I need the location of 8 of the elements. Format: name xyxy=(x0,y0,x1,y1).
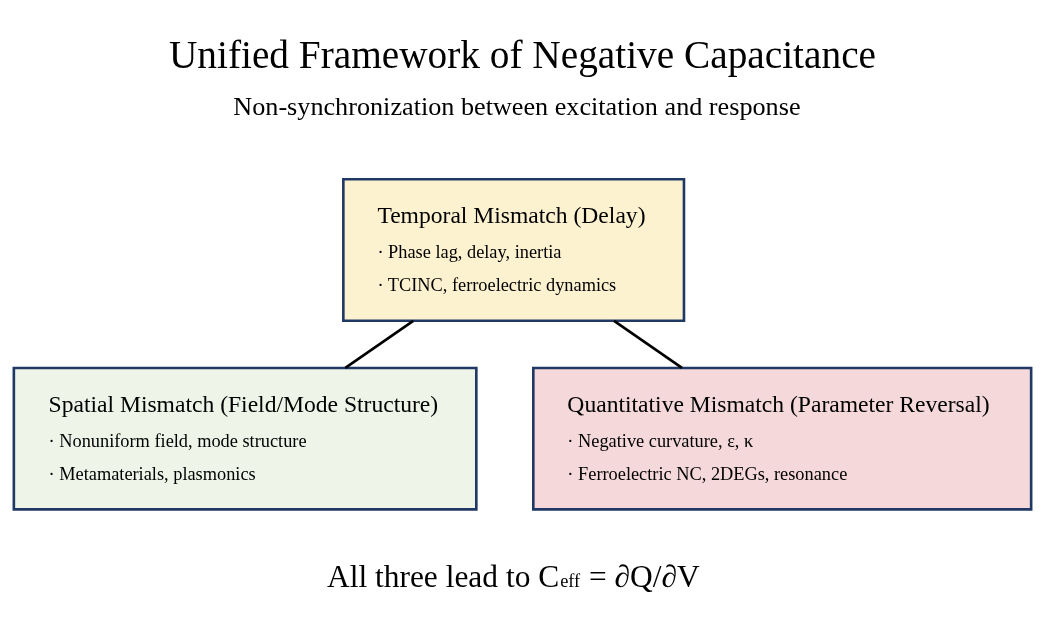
label: Non-synchronization between excitation and response xyxy=(233,92,801,122)
diagram-title: Unified Framework of Negative Capacitance xyxy=(168,32,877,77)
node-box: Quantitative Mismatch (Parameter Reversal) · Negative curvature, ε, κ · Ferroelectric NC, 2DEGs, resonance xyxy=(532,366,1033,511)
connector xyxy=(344,319,414,369)
node-box: Spatial Mismatch (Field/Mode Structure) · Nonuniform field, mode structure · Metamaterials, plasmonics xyxy=(12,366,478,511)
label: All three lead to Ceff = ∂Q/∂V xyxy=(326,558,700,594)
node-box: Temporal Mismatch (Delay) · Phase lag, delay, inertia · TCINC, ferroelectric dynamics xyxy=(342,177,686,323)
connector xyxy=(613,319,683,369)
